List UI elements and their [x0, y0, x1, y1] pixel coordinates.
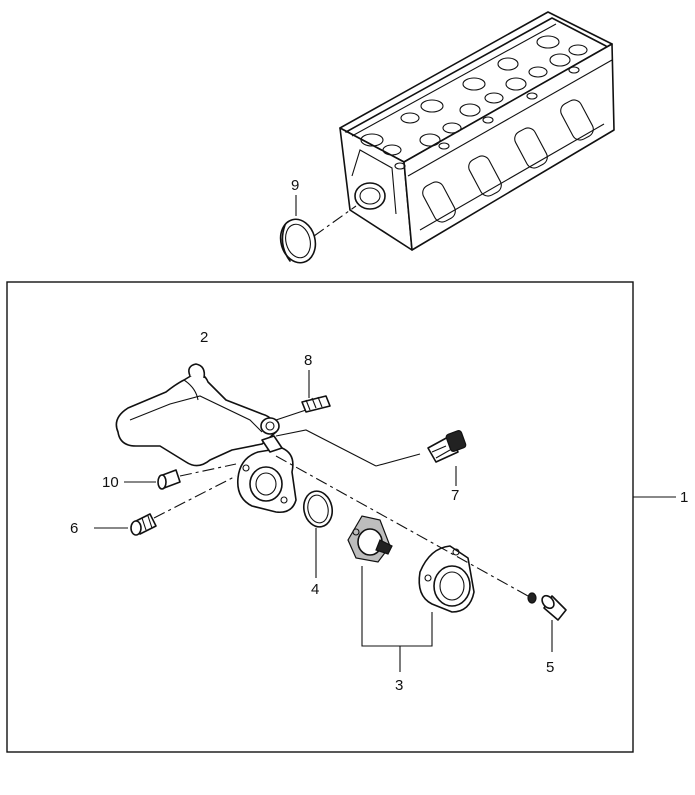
gasket-ring — [303, 490, 333, 528]
stud-bolt — [275, 395, 331, 421]
thermostat — [347, 515, 393, 563]
callout-8: 8 — [304, 352, 312, 369]
thermostat-cover — [418, 545, 475, 613]
water-pipe-housing — [115, 363, 280, 467]
callout-7: 7 — [451, 487, 459, 504]
o-ring-seal — [279, 205, 357, 264]
temperature-sensor — [275, 429, 467, 467]
callout-6: 6 — [70, 520, 78, 537]
cylinder-head — [339, 11, 615, 251]
bolt-short — [157, 463, 237, 490]
bolt-long — [130, 475, 237, 536]
callout-10: 10 — [102, 474, 119, 491]
callout-9: 9 — [291, 177, 299, 194]
callout-1: 1 — [680, 489, 688, 506]
callout-3: 3 — [395, 677, 403, 694]
callout-2: 2 — [200, 329, 208, 346]
axis-line — [275, 455, 529, 597]
assembly-frame — [6, 281, 634, 753]
callout-4: 4 — [311, 581, 319, 598]
callout-5: 5 — [546, 659, 554, 676]
bracket-3 — [361, 566, 433, 647]
bolt-with-washer — [527, 592, 567, 621]
thermostat-housing-flange — [236, 435, 297, 514]
